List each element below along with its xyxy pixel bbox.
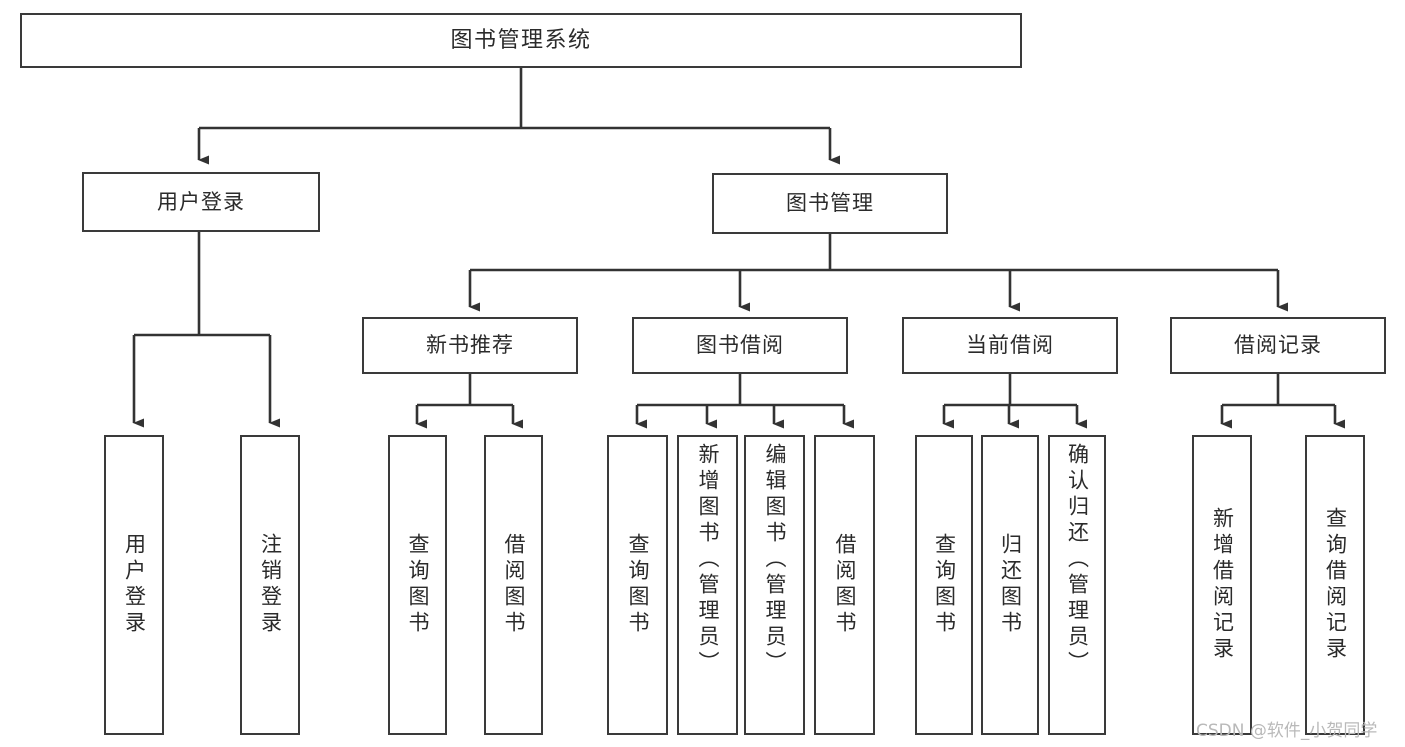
node-user-login[interactable]: 用户登录 [82,172,320,232]
leaf-borrow-book-2[interactable]: 借阅图书 [814,435,875,735]
leaf-query-book-2-label: 查询图书 [626,533,650,637]
leaf-logout-label: 注销登录 [258,533,283,637]
node-current-borrow-label: 当前借阅 [966,333,1054,358]
node-root-label: 图书管理系统 [450,27,592,53]
leaf-add-book[interactable]: 新增图书（管理员） [677,435,738,735]
node-book-borrow[interactable]: 图书借阅 [632,317,848,374]
node-root[interactable]: 图书管理系统 [20,13,1022,68]
leaf-borrow-book-1[interactable]: 借阅图书 [484,435,543,735]
leaf-logout[interactable]: 注销登录 [240,435,300,735]
leaf-edit-book-label: 编辑图书（管理员） [763,443,787,677]
leaf-query-book-1[interactable]: 查询图书 [388,435,447,735]
leaf-edit-book[interactable]: 编辑图书（管理员） [744,435,805,735]
leaf-query-book-2[interactable]: 查询图书 [607,435,668,735]
leaf-borrow-book-1-label: 借阅图书 [502,533,526,637]
node-book-manage[interactable]: 图书管理 [712,173,948,234]
node-book-borrow-label: 图书借阅 [696,333,784,358]
leaf-query-record-label: 查询借阅记录 [1323,507,1348,663]
leaf-add-record[interactable]: 新增借阅记录 [1192,435,1252,735]
leaf-add-book-label: 新增图书（管理员） [696,443,720,677]
watermark-text: CSDN @软件_小贺同学 [1196,721,1378,741]
node-borrow-record[interactable]: 借阅记录 [1170,317,1386,374]
leaf-user-login-label: 用户登录 [122,533,147,637]
leaf-add-record-label: 新增借阅记录 [1210,507,1235,663]
leaf-query-book-1-label: 查询图书 [406,533,430,637]
leaf-user-login[interactable]: 用户登录 [104,435,164,735]
node-user-login-label: 用户登录 [157,189,245,214]
leaf-query-book-3[interactable]: 查询图书 [915,435,973,735]
node-new-book-rec[interactable]: 新书推荐 [362,317,578,374]
node-current-borrow[interactable]: 当前借阅 [902,317,1118,374]
leaf-return-book-label: 归还图书 [998,533,1023,637]
leaf-borrow-book-2-label: 借阅图书 [833,533,857,637]
node-book-manage-label: 图书管理 [786,191,874,216]
leaf-confirm-return[interactable]: 确认归还（管理员） [1048,435,1106,735]
leaf-confirm-return-label: 确认归还（管理员） [1065,443,1090,677]
leaf-query-record[interactable]: 查询借阅记录 [1305,435,1365,735]
node-new-book-rec-label: 新书推荐 [426,333,514,358]
leaf-query-book-3-label: 查询图书 [932,533,957,637]
leaf-return-book[interactable]: 归还图书 [981,435,1039,735]
node-borrow-record-label: 借阅记录 [1234,333,1322,358]
